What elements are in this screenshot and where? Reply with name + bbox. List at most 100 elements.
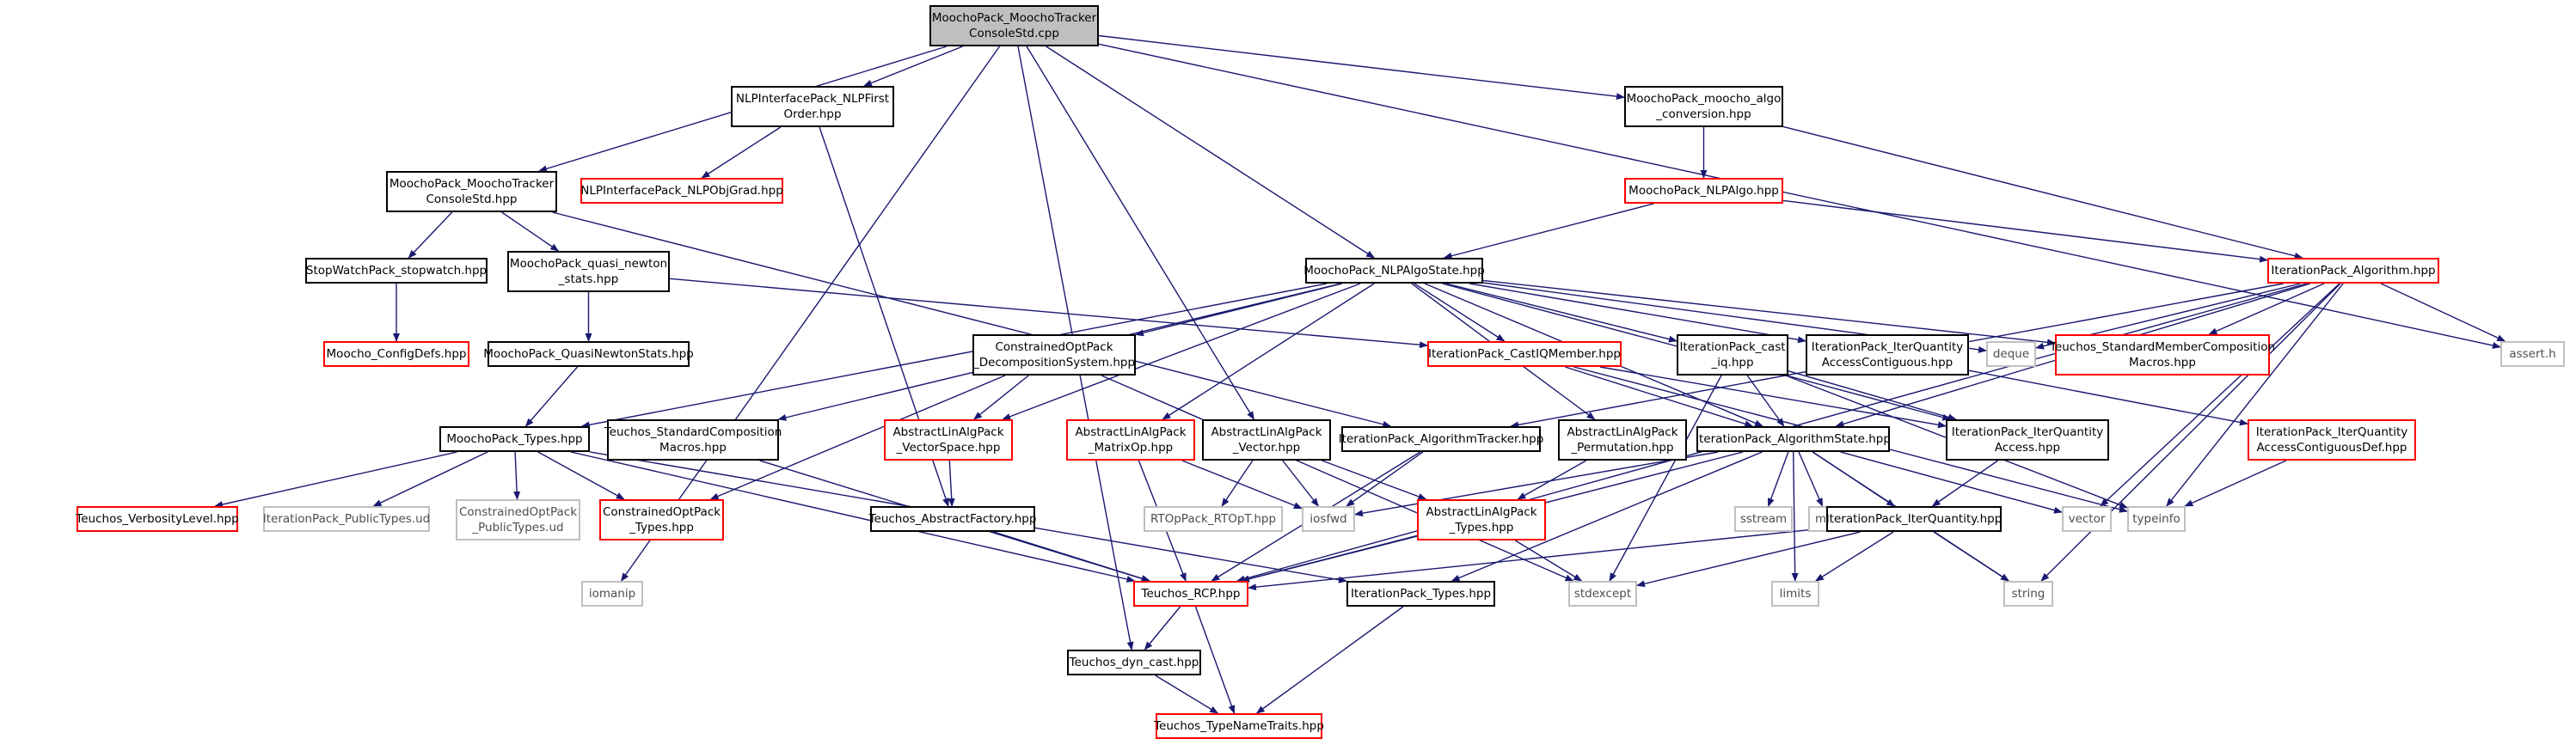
node-teuchos-abstractfactory-hpp[interactable]: Teuchos_AbstractFactory.hpp — [869, 506, 1036, 532]
edge-rcp-to-type_name_traits — [1194, 606, 1236, 714]
edge-iter_algorithm-to-std_member_comp — [2208, 283, 2325, 335]
node-iosfwd[interactable]: iosfwd — [1302, 506, 1355, 532]
node-label-line: _VectorSpace.hpp — [896, 441, 1001, 455]
node-label-line: MoochoPack_QuasiNewtonStats.hpp — [483, 347, 694, 361]
edge-cast_iq-to-stdexcept — [1609, 375, 1722, 582]
node-label-line: IterationPack_cast — [1679, 340, 1786, 354]
node-abstractlinalgpack-types-hpp[interactable]: AbstractLinAlgPack_Types.hpp — [1417, 499, 1546, 540]
edge-nlp_algo-to-nlp_algo_state — [1443, 203, 1654, 260]
node-label-line: _stats.hpp — [558, 272, 619, 286]
node-label-line: Teuchos_VerbosityLevel.hpp — [76, 512, 239, 526]
edge-nlp_algo-to-iter_algorithm — [1782, 199, 2268, 263]
node-string[interactable]: string — [2003, 581, 2053, 607]
node-label-line: IterationPack_IterQuantity — [1811, 340, 1964, 354]
node-label-line: Teuchos_StandardMemberComposition — [2049, 340, 2276, 354]
node-teuchos-verbositylevel-hpp[interactable]: Teuchos_VerbosityLevel.hpp — [76, 506, 239, 532]
node-constrainedoptpack-decompositionsystem-hpp[interactable]: ConstrainedOptPack_DecompositionSystem.h… — [972, 334, 1136, 376]
edge-algorithm_state-to-vector — [1840, 451, 2063, 514]
node-deque[interactable]: deque — [1986, 341, 2036, 367]
edge-algorithm_state-to-limits — [1791, 451, 1799, 582]
edge-cast_iq_member-to-algorithm_state — [1565, 366, 1754, 428]
node-abstractlinalgpack-vector-hpp[interactable]: AbstractLinAlgPack_Vector.hpp — [1202, 419, 1331, 461]
node-label-line: sstream — [1739, 512, 1788, 526]
node-constrainedoptpack-publictypes-ud[interactable]: ConstrainedOptPack_PublicTypes.ud — [456, 499, 580, 540]
node-iterationpack-iterquantity-hpp[interactable]: IterationPack_IterQuantity.hpp — [1826, 506, 2002, 532]
edge-cast_iq-to-algorithm_state — [1746, 375, 1785, 427]
node-abstractlinalgpack-matrixop-hpp[interactable]: AbstractLinAlgPack_MatrixOp.hpp — [1066, 419, 1195, 461]
node-stdexcept[interactable]: stdexcept — [1568, 581, 1637, 607]
node-label-line: IterationPack_IterQuantity — [1951, 425, 2104, 439]
node-iterationpack-publictypes-ud[interactable]: IterationPack_PublicTypes.ud — [263, 506, 430, 532]
node-label-line: IterationPack_CastIQMember.hpp — [1428, 347, 1621, 361]
node-label-line: limits — [1779, 587, 1812, 601]
edge-moocho_types-to-verbosity_level — [214, 451, 457, 508]
node-assert-h[interactable]: assert.h — [2500, 341, 2565, 367]
node-label-line: string — [2011, 587, 2045, 601]
edge-nlp_algo_state-to-cast_iq — [1445, 283, 1677, 343]
edge-moocho_algo_conv-to-iter_algorithm — [1782, 125, 2303, 260]
node-label-line: IterationPack_Types.hpp — [1350, 587, 1492, 601]
node-label-line: iomanip — [588, 587, 636, 601]
node-label-line: IterationPack_PublicTypes.ud — [262, 512, 431, 526]
node-moochopack-types-hpp[interactable]: MoochoPack_Types.hpp — [439, 426, 590, 452]
node-abstractlinalgpack-permutation-hpp[interactable]: AbstractLinAlgPack_Permutation.hpp — [1558, 419, 1687, 461]
node-iterationpack-castiqmember-hpp[interactable]: IterationPack_CastIQMember.hpp — [1427, 341, 1622, 367]
node-moochopack-quasinewtonstats-hpp[interactable]: MoochoPack_QuasiNewtonStats.hpp — [483, 341, 694, 367]
node-teuchos-dyn-cast-hpp[interactable]: Teuchos_dyn_cast.hpp — [1067, 650, 1201, 675]
node-moochopack-quasi-newton-stats-hpp[interactable]: MoochoPack_quasi_newton_stats.hpp — [507, 251, 670, 292]
node-label-line: vector — [2068, 512, 2106, 526]
edge-iq_access_contig_def-to-typeinfo — [2184, 460, 2287, 507]
node-rtoppack-rtopt-hpp[interactable]: RTOpPack_RTOpT.hpp — [1144, 506, 1283, 532]
node-label-line: assert.h — [2509, 347, 2556, 361]
node-label-line: AbstractLinAlgPack — [1567, 425, 1678, 439]
node-label-line: AbstractLinAlgPack — [1426, 505, 1537, 519]
node-iterationpack-algorithmstate-hpp[interactable]: IterationPack_AlgorithmState.hpp — [1696, 426, 1891, 452]
node-label-line: MoochoPack_NLPAlgoState.hpp — [1303, 264, 1485, 278]
node-moocho-configdefs-hpp[interactable]: Moocho_ConfigDefs.hpp — [323, 341, 469, 367]
edge-alap_vector-to-rtop_rtopt — [1221, 460, 1254, 507]
node-typeinfo[interactable]: typeinfo — [2127, 506, 2186, 532]
node-iomanip[interactable]: iomanip — [581, 581, 643, 607]
edge-constrained_decomp-to-vector_space — [973, 375, 1029, 420]
node-label-line: Macros.hpp — [2129, 356, 2196, 369]
node-constrainedoptpack-types-hpp[interactable]: ConstrainedOptPack_Types.hpp — [599, 499, 724, 540]
edge-constrained_decomp-to-cop_types — [709, 375, 1006, 500]
edge-iter_types-to-type_name_traits — [1255, 606, 1404, 714]
edge-rcp-to-dyn_cast — [1144, 606, 1181, 650]
node-iterationpack-types-hpp[interactable]: IterationPack_Types.hpp — [1346, 581, 1495, 607]
node-label-line: AccessContiguousDef.hpp — [2256, 441, 2407, 455]
node-stopwatchpack-stopwatch-hpp[interactable]: StopWatchPack_stopwatch.hpp — [305, 258, 488, 284]
node-label-line: MoochoPack_Types.hpp — [446, 432, 583, 446]
node-label-line: ConsoleStd.hpp — [426, 192, 518, 206]
edge-root-to-alap_vector — [1026, 46, 1254, 420]
node-label-line: Teuchos_StandardComposition — [604, 425, 782, 439]
node-teuchos-rcp-hpp[interactable]: Teuchos_RCP.hpp — [1133, 581, 1248, 607]
node-moochopack-moocho-algo-conversion-hpp[interactable]: MoochoPack_moocho_algo_conversion.hpp — [1624, 86, 1783, 127]
node-iterationpack-algorithm-hpp[interactable]: IterationPack_Algorithm.hpp — [2267, 258, 2439, 284]
node-abstractlinalgpack-vectorspace-hpp[interactable]: AbstractLinAlgPack_VectorSpace.hpp — [884, 419, 1013, 461]
edge-root-to-nlp_algo_state — [1046, 46, 1376, 259]
node-sstream[interactable]: sstream — [1734, 506, 1793, 532]
edge-nlp_first_order-to-nlp_objgrad — [701, 126, 782, 179]
node-moochopack-nlpalgostate-hpp[interactable]: MoochoPack_NLPAlgoState.hpp — [1303, 258, 1485, 284]
node-label-line: _DecompositionSystem.hpp — [972, 356, 1136, 369]
node-nlpinterfacepack-nlpobjgrad-hpp[interactable]: NLPInterfacePack_NLPObjGrad.hpp — [580, 178, 783, 204]
edge-iq_access-to-iter_quantity — [1931, 460, 1999, 507]
node-vector[interactable]: vector — [2062, 506, 2112, 532]
node-iterationpack-cast-iq-hpp[interactable]: IterationPack_cast_iq.hpp — [1677, 334, 1788, 376]
node-iterationpack-algorithmtracker-hpp[interactable]: IterationPack_AlgorithmTracker.hpp — [1339, 426, 1543, 452]
node-label-line: ConstrainedOptPack — [458, 505, 578, 519]
node-moochopack-nlpalgo-hpp[interactable]: MoochoPack_NLPAlgo.hpp — [1624, 178, 1783, 204]
node-label-line: MoochoPack_NLPAlgo.hpp — [1628, 184, 1779, 198]
node-limits[interactable]: limits — [1771, 581, 1819, 607]
node-teuchos-typenametraits-hpp[interactable]: Teuchos_TypeNameTraits.hpp — [1154, 713, 1324, 739]
edge-tracker_hpp-to-quasi_newton_stats — [501, 211, 560, 252]
